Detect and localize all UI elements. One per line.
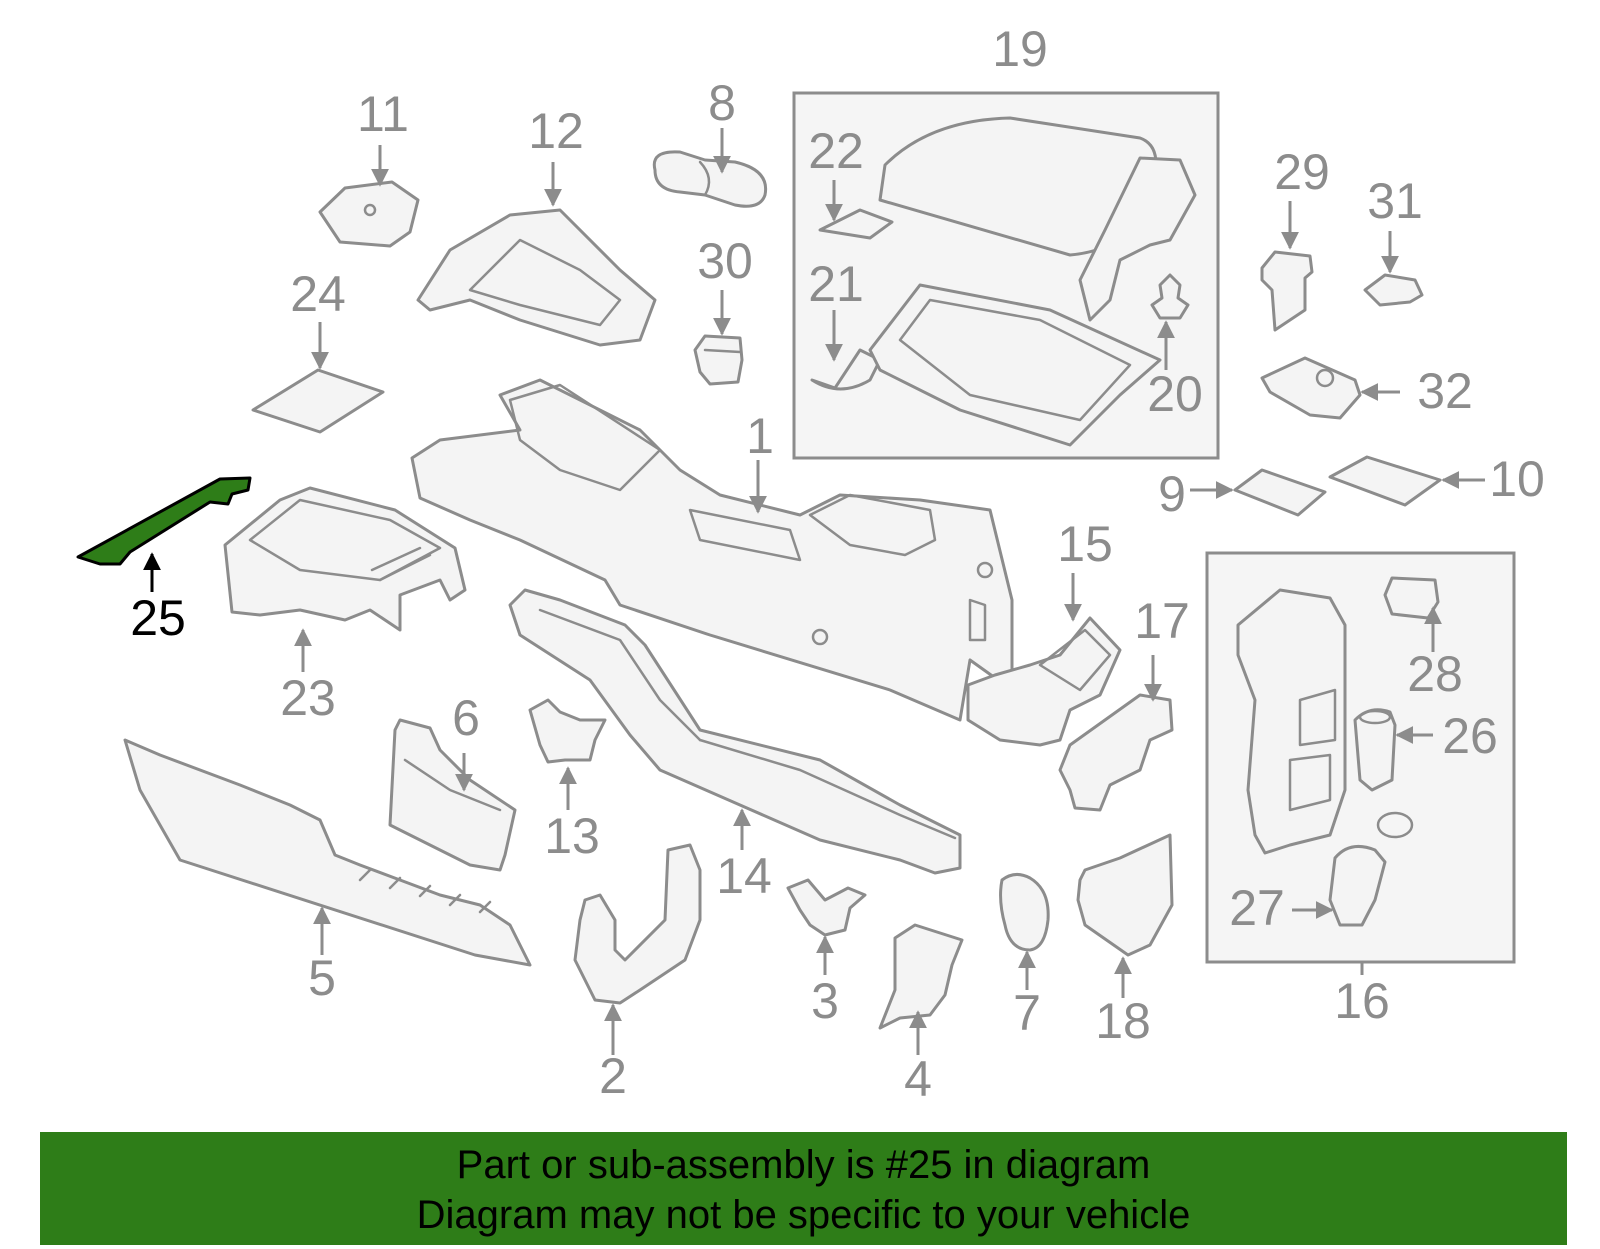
label-1: 1	[746, 408, 774, 464]
label-14: 14	[716, 848, 772, 904]
part-23[interactable]	[223, 486, 467, 632]
label-10: 10	[1489, 451, 1545, 507]
label-15: 15	[1057, 516, 1113, 572]
part-32[interactable]	[1260, 356, 1362, 420]
part-10[interactable]	[1328, 455, 1442, 507]
label-23: 23	[280, 670, 336, 726]
part-1[interactable]	[410, 378, 1014, 722]
part-14[interactable]	[508, 588, 962, 875]
part-30[interactable]	[693, 334, 744, 386]
part-11[interactable]	[318, 180, 420, 248]
label-11: 11	[357, 86, 409, 142]
label-16: 16	[1334, 973, 1390, 1029]
label-5: 5	[308, 950, 336, 1006]
info-banner: Part or sub-assembly is #25 in diagram D…	[40, 1132, 1567, 1245]
label-7: 7	[1013, 985, 1041, 1041]
part-6[interactable]	[388, 718, 517, 872]
part-8[interactable]	[652, 150, 768, 208]
banner-line-1: Part or sub-assembly is #25 in diagram	[456, 1143, 1151, 1187]
label-6: 6	[452, 690, 480, 746]
label-8: 8	[708, 75, 736, 131]
label-29: 29	[1274, 144, 1330, 200]
label-31: 31	[1367, 173, 1423, 229]
part-15[interactable]	[966, 616, 1122, 747]
label-12: 12	[528, 103, 584, 159]
part-4[interactable]	[878, 923, 964, 1030]
part-28[interactable]	[1383, 576, 1440, 620]
label-26: 26	[1442, 708, 1498, 764]
label-4: 4	[904, 1051, 932, 1107]
label-25: 25	[130, 590, 186, 646]
label-2: 2	[599, 1048, 627, 1104]
label-22: 22	[808, 123, 864, 179]
label-18: 18	[1095, 993, 1151, 1049]
part-31[interactable]	[1363, 273, 1424, 307]
part-27[interactable]	[1328, 811, 1414, 927]
label-3: 3	[811, 973, 839, 1029]
part-29[interactable]	[1260, 250, 1314, 332]
label-17: 17	[1134, 593, 1190, 649]
label-13: 13	[544, 808, 600, 864]
label-27: 27	[1229, 880, 1285, 936]
label-19: 19	[992, 21, 1048, 77]
part-13[interactable]	[528, 698, 607, 764]
part-22[interactable]	[818, 208, 894, 240]
part-19[interactable]	[878, 116, 1197, 322]
part-16[interactable]	[1236, 588, 1347, 855]
part-18[interactable]	[1076, 833, 1174, 957]
part-3[interactable]	[786, 878, 867, 937]
part-21[interactable]	[810, 283, 1162, 447]
label-32: 32	[1417, 363, 1473, 419]
label-20: 20	[1147, 366, 1203, 422]
banner-line-2: Diagram may not be specific to your vehi…	[416, 1193, 1191, 1237]
part-9[interactable]	[1233, 468, 1327, 517]
part-7[interactable]	[999, 873, 1050, 952]
part-labels: 1 2 3 4 5 6 7 8 9 10 11 12 13 14 15 16 1…	[130, 21, 1545, 1107]
part-12[interactable]	[416, 208, 657, 347]
label-28: 28	[1407, 646, 1463, 702]
label-21: 21	[808, 256, 864, 312]
label-30: 30	[697, 233, 753, 289]
part-26[interactable]	[1353, 708, 1397, 792]
part-20[interactable]	[1150, 273, 1190, 320]
label-9: 9	[1158, 466, 1186, 522]
part-24[interactable]	[251, 368, 385, 434]
part-17[interactable]	[1058, 693, 1174, 812]
label-24: 24	[290, 266, 346, 322]
part-25[interactable]	[76, 476, 252, 566]
part-2[interactable]	[573, 843, 702, 1005]
leader-lines	[143, 128, 1485, 1055]
